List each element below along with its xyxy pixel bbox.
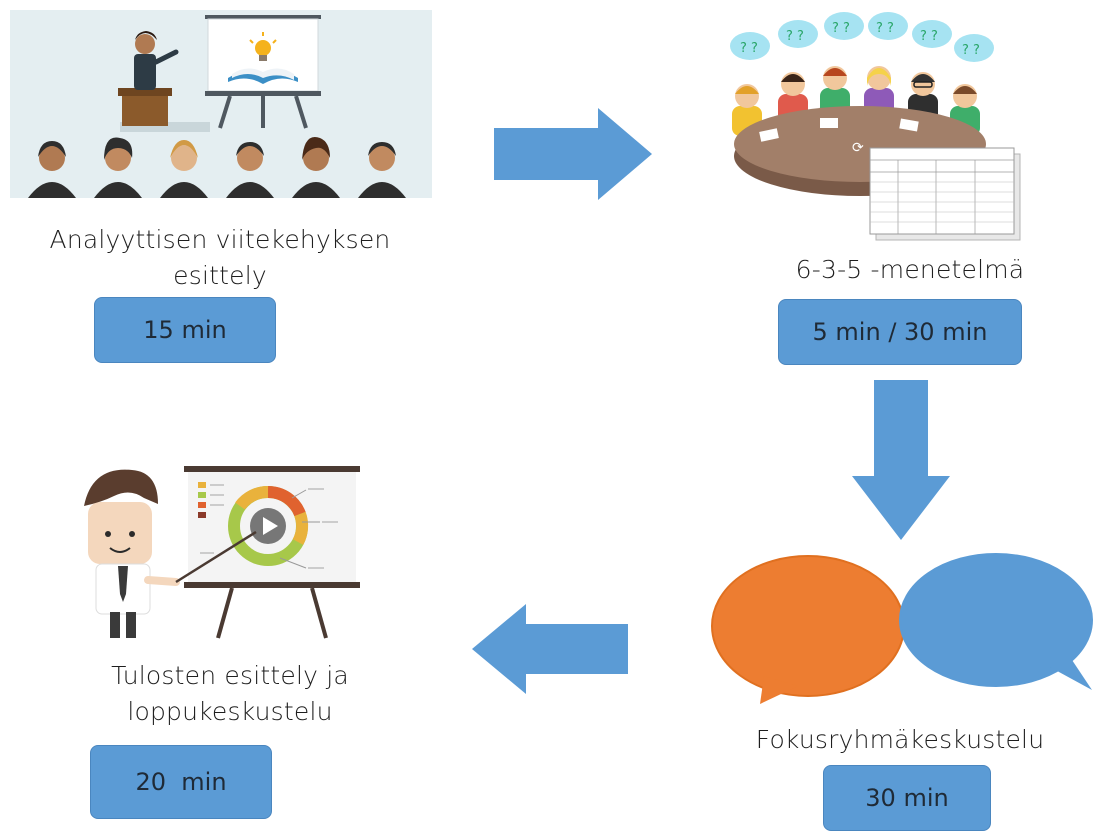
step3-time-box: 30 min — [823, 765, 991, 831]
speech-bubbles-illustration — [711, 553, 1093, 704]
svg-text:? ?: ? ? — [786, 29, 804, 44]
step2-time: 5 min / 30 min — [812, 318, 988, 346]
speaker-figure — [134, 31, 179, 90]
svg-text:? ?: ? ? — [740, 41, 758, 56]
step1-time-box: 15 min — [94, 297, 276, 363]
step2-label: 6-3-5 -menetelmä — [760, 252, 1060, 288]
step1-label-line2: esittely — [173, 261, 267, 290]
step4-time-box: 20 min — [90, 745, 272, 819]
arrow-left — [472, 604, 628, 694]
results-board — [184, 466, 360, 639]
step3-label: Fokusryhmäkeskustelu — [720, 722, 1080, 758]
worksheet — [869, 147, 1021, 241]
speech-bubble-orange — [711, 555, 905, 704]
presenter-man — [84, 469, 257, 638]
step2-label-line1: 6-3-5 -menetelmä — [795, 255, 1025, 284]
step1-time: 15 min — [143, 316, 227, 344]
svg-text:? ?: ? ? — [962, 43, 980, 58]
step1-label: Analyyttisen viitekehyksen esittely — [30, 222, 410, 294]
svg-text:? ?: ? ? — [920, 29, 938, 44]
podium — [122, 92, 168, 126]
results-presentation-illustration — [84, 466, 360, 639]
arrow-right-1 — [494, 108, 652, 200]
svg-text:⟳: ⟳ — [852, 140, 864, 156]
step2-time-box: 5 min / 30 min — [778, 299, 1022, 365]
step4-label-line2: loppukeskustelu — [127, 697, 333, 726]
step1-label-line1: Analyyttisen viitekehyksen — [49, 225, 391, 254]
presentation-audience-illustration — [10, 10, 432, 198]
svg-text:? ?: ? ? — [832, 21, 850, 36]
question-clouds: ? ? ? ? ? ? ? ? ? ? ? ? — [730, 12, 994, 62]
step4-label-line1: Tulosten esittely ja — [111, 661, 349, 690]
step4-label: Tulosten esittely ja loppukeskustelu — [80, 658, 380, 730]
step3-label-line1: Fokusryhmäkeskustelu — [755, 725, 1045, 754]
speech-bubble-blue — [899, 553, 1093, 690]
presentation-board — [205, 15, 321, 129]
arrow-down — [852, 380, 950, 540]
step3-time: 30 min — [865, 784, 949, 812]
svg-text:? ?: ? ? — [876, 21, 894, 36]
audience-row — [28, 136, 406, 198]
step4-time: 20 min — [135, 768, 227, 796]
round-table-brainstorm-illustration: ? ? ? ? ? ? ? ? ? ? ? ? ⟳ — [730, 12, 1021, 241]
